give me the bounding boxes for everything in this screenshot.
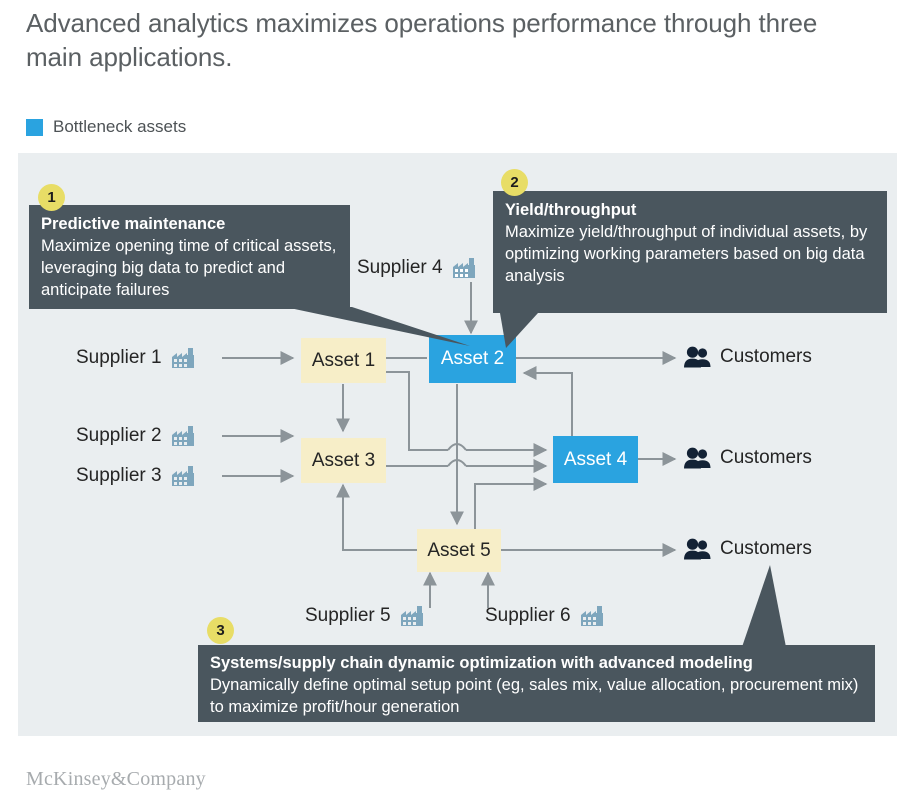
callout-3[interactable]: Systems/supply chain dynamic optimizatio…: [198, 645, 875, 722]
supplier4-label: Supplier 4: [357, 257, 443, 278]
customers-icon: [684, 346, 711, 368]
endpoint-customers3: Customers: [684, 538, 812, 560]
factory-icon: [452, 258, 475, 278]
endpoint-supplier6: Supplier 6: [485, 604, 606, 628]
factory-icon: [171, 426, 194, 446]
factory-icon: [580, 606, 603, 626]
factory-icon: [171, 348, 194, 368]
callout-3-title: Systems/supply chain dynamic optimizatio…: [210, 654, 753, 672]
node-asset2-label: Asset 2: [440, 348, 505, 369]
customers3-label: Customers: [720, 538, 812, 559]
node-asset4[interactable]: Asset 4: [553, 436, 638, 483]
supplier1-label: Supplier 1: [76, 347, 162, 368]
node-asset2[interactable]: Asset 2: [429, 335, 516, 383]
endpoint-supplier2: Supplier 2: [76, 424, 197, 448]
customers1-label: Customers: [720, 346, 812, 367]
node-asset4-label: Asset 4: [563, 448, 628, 470]
node-asset1-label: Asset 1: [311, 349, 376, 371]
callout-1[interactable]: Predictive maintenance Maximize opening …: [29, 205, 350, 309]
supplier2-label: Supplier 2: [76, 425, 162, 446]
mckinsey-brand: McKinsey&Company: [26, 768, 206, 790]
endpoint-supplier1: Supplier 1: [76, 346, 197, 370]
supplier5-label: Supplier 5: [305, 605, 391, 626]
factory-icon: [171, 466, 194, 486]
endpoint-supplier3: Supplier 3: [76, 464, 197, 488]
callout-1-number: 1: [47, 189, 56, 206]
node-asset1[interactable]: Asset 1: [301, 338, 386, 383]
endpoint-supplier5: Supplier 5: [305, 604, 426, 628]
callout-2-badge: 2: [501, 169, 528, 196]
callout-3-badge: 3: [207, 617, 234, 644]
customers-icon: [684, 447, 711, 469]
callout-1-body: Maximize opening time of critical assets…: [41, 237, 337, 299]
callout-3-body: Dynamically define optimal setup point (…: [210, 676, 859, 716]
legend-label-bottleneck: Bottleneck assets: [53, 117, 187, 136]
node-asset5[interactable]: Asset 5: [417, 529, 501, 572]
endpoint-customers2: Customers: [684, 447, 812, 469]
supplier3-label: Supplier 3: [76, 465, 162, 486]
callout-2-body: Maximize yield/throughput of individual …: [505, 223, 868, 285]
legend-swatch-bottleneck: [26, 118, 43, 136]
legend: Bottleneck assets: [26, 117, 186, 137]
node-asset3-label: Asset 3: [311, 449, 376, 471]
callout-1-title: Predictive maintenance: [41, 215, 226, 233]
callout-3-number: 3: [216, 622, 225, 639]
callout-2[interactable]: Yield/throughput Maximize yield/throughp…: [493, 191, 887, 313]
customers2-label: Customers: [720, 447, 812, 468]
supplier6-label: Supplier 6: [485, 605, 571, 626]
callout-1-badge: 1: [38, 184, 65, 211]
callout-2-number: 2: [510, 174, 519, 191]
endpoint-customers1: Customers: [684, 346, 812, 368]
node-asset5-label: Asset 5: [427, 539, 491, 561]
node-asset3[interactable]: Asset 3: [301, 438, 386, 483]
factory-icon: [400, 606, 423, 626]
customers-icon: [684, 538, 711, 560]
endpoint-supplier4: Supplier 4: [357, 256, 478, 280]
callout-2-title: Yield/throughput: [505, 201, 637, 219]
page-title: Advanced analytics maximizes operations …: [26, 8, 818, 72]
